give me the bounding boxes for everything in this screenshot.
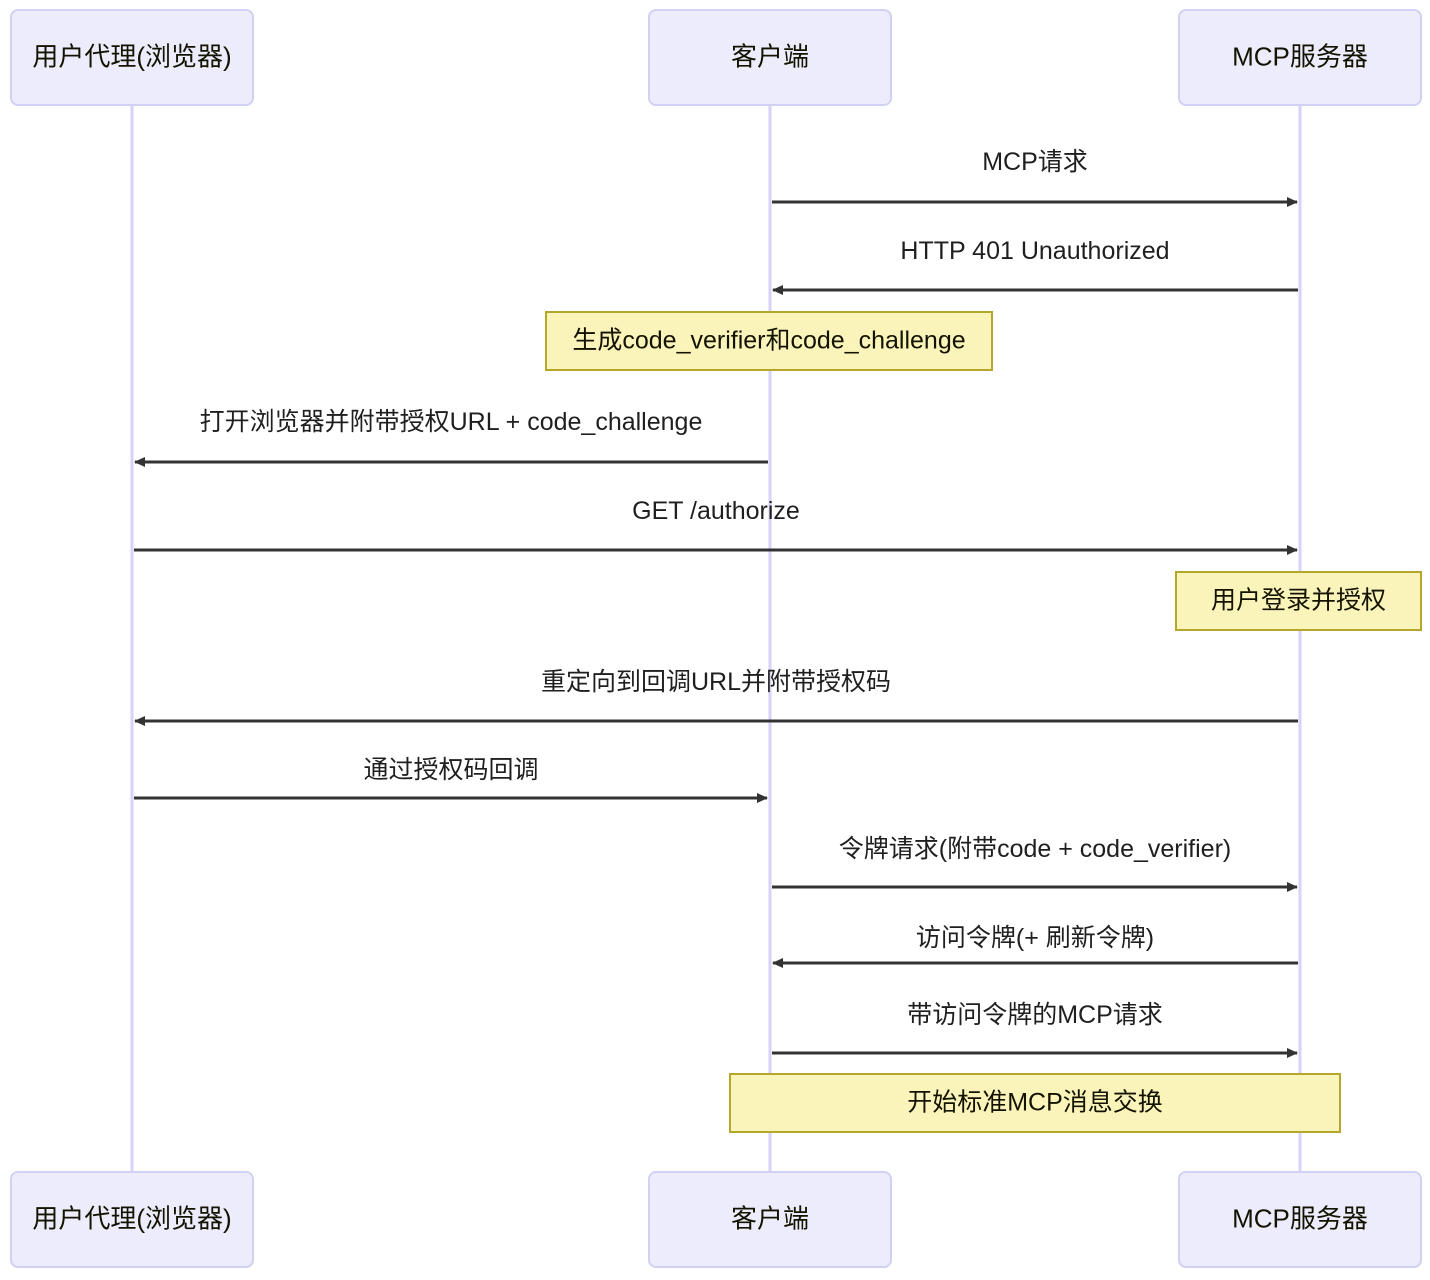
- participant-label: MCP服务器: [1232, 41, 1368, 71]
- participant-label: MCP服务器: [1232, 1203, 1368, 1233]
- participant-server-top[interactable]: MCP服务器: [1178, 9, 1422, 106]
- note-3[interactable]: 开始标准MCP消息交换: [729, 1073, 1341, 1133]
- notes-group: 生成code_verifier和code_challenge 用户登录并授权开始标…: [545, 311, 1422, 1133]
- message-label: 带访问令牌的MCP请求: [907, 1001, 1163, 1029]
- message-2[interactable]: HTTP 401 Unauthorized: [772, 237, 1298, 295]
- messages-group: MCP请求 HTTP 401 Unauthorized 打开浏览器并附带授权URL …: [134, 148, 1298, 1058]
- note-label: 开始标准MCP消息交换: [907, 1089, 1163, 1117]
- participant-box: [1178, 1171, 1422, 1268]
- participant-browser-bottom[interactable]: 用户代理(浏览器): [10, 1171, 254, 1268]
- participant-label: 客户端: [731, 1203, 809, 1233]
- participant-browser-top[interactable]: 用户代理(浏览器): [10, 9, 254, 106]
- participant-box: [1178, 9, 1422, 106]
- participant-label: 用户代理(浏览器): [32, 41, 231, 71]
- message-7[interactable]: 令牌请求(附带code + code_verifier): [772, 835, 1298, 892]
- message-label: 打开浏览器并附带授权URL + code_challenge: [200, 408, 703, 436]
- lifelines-group: [130, 105, 1302, 1172]
- message-8[interactable]: 访问令牌(+ 刷新令牌): [772, 924, 1298, 968]
- participant-label: 客户端: [731, 41, 809, 71]
- message-label: HTTP 401 Unauthorized: [900, 237, 1169, 265]
- message-9[interactable]: 带访问令牌的MCP请求: [772, 1001, 1298, 1058]
- message-label: 令牌请求(附带code + code_verifier): [839, 835, 1231, 863]
- message-label: MCP请求: [982, 148, 1088, 176]
- message-label: 通过授权码回调: [363, 756, 538, 784]
- participant-client-top[interactable]: 客户端: [648, 9, 892, 106]
- participant-box: [648, 1171, 892, 1268]
- message-5[interactable]: 重定向到回调URL并附带授权码: [134, 668, 1298, 726]
- participant-client-bottom[interactable]: 客户端: [648, 1171, 892, 1268]
- participant-box: [10, 9, 254, 106]
- note-2[interactable]: 用户登录并授权: [1175, 571, 1422, 631]
- participant-box: [10, 1171, 254, 1268]
- message-3[interactable]: 打开浏览器并附带授权URL + code_challenge: [134, 408, 768, 467]
- message-label: GET /authorize: [632, 497, 800, 525]
- note-box: [545, 311, 993, 371]
- note-label: 用户登录并授权: [1211, 587, 1386, 615]
- note-label: 生成code_verifier和code_challenge: [572, 327, 965, 355]
- message-label: 访问令牌(+ 刷新令牌): [916, 924, 1154, 952]
- message-1[interactable]: MCP请求: [772, 148, 1298, 207]
- participant-box: [648, 9, 892, 106]
- note-1[interactable]: 生成code_verifier和code_challenge: [545, 311, 993, 371]
- participant-label: 用户代理(浏览器): [32, 1203, 231, 1233]
- message-4[interactable]: GET /authorize: [134, 497, 1298, 555]
- note-box: [729, 1073, 1341, 1133]
- note-box: [1175, 571, 1422, 631]
- message-label: 重定向到回调URL并附带授权码: [541, 668, 891, 696]
- message-6[interactable]: 通过授权码回调: [134, 756, 768, 803]
- participant-server-bottom[interactable]: MCP服务器: [1178, 1171, 1422, 1268]
